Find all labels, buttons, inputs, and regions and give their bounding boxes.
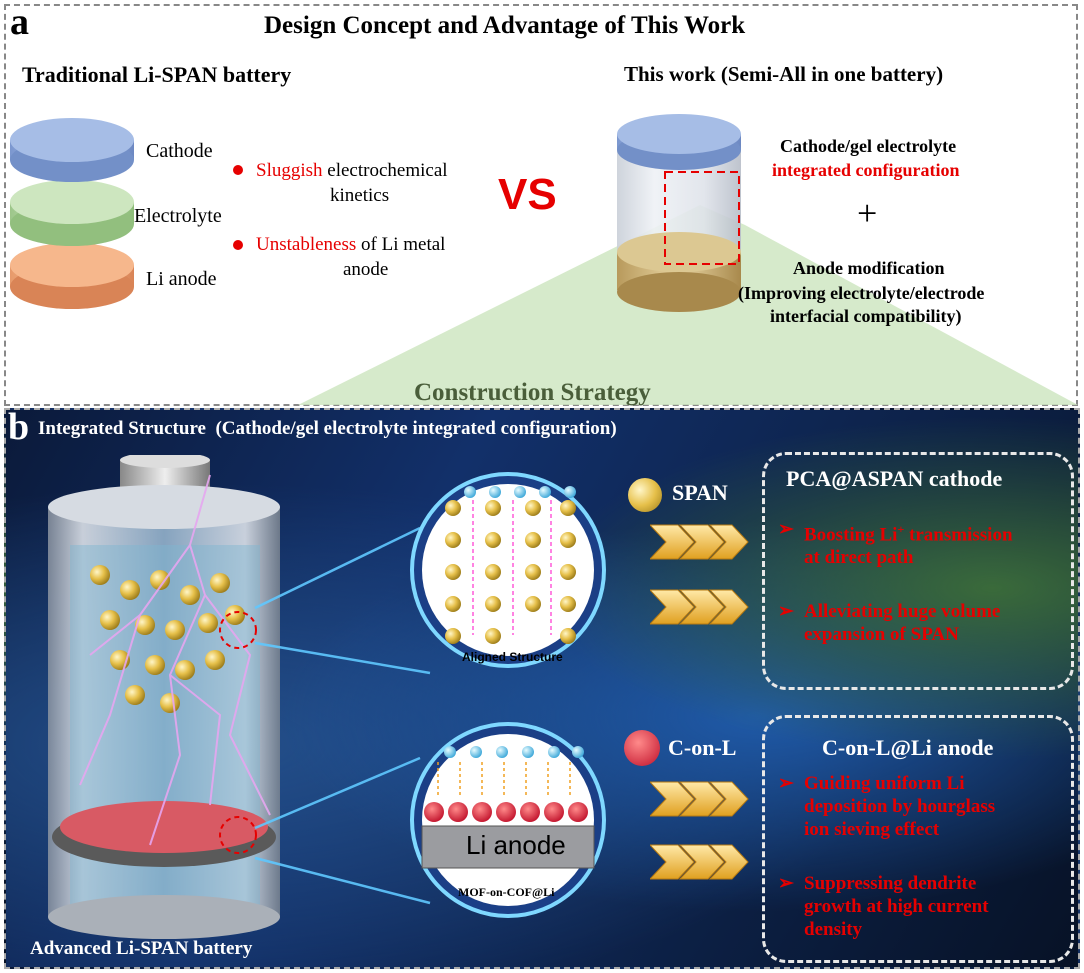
battery-label: Advanced Li-SPAN battery <box>30 938 253 959</box>
chevron-arrow-2-icon <box>650 589 749 625</box>
bullet-arrow-icon: ➢ <box>778 873 794 894</box>
box1-bullet1: ➢ Boosting Li+ transmission at direct pa… <box>778 519 1013 569</box>
li-anode-inner-label: Li anode <box>466 830 566 860</box>
electrolyte-label: Electrolyte <box>134 205 222 227</box>
traditional-battery-stack <box>10 118 134 309</box>
anode-disc <box>10 243 134 309</box>
mof-on-cof-circle <box>410 722 606 918</box>
issue2-line2: anode <box>343 259 389 280</box>
heading-paren: (Cathode/gel electrolyte integrated conf… <box>215 418 617 439</box>
panel-a-letter: a <box>10 1 29 43</box>
bullet-arrow-icon: ➢ <box>778 519 794 540</box>
this-work-heading: This work (Semi-All in one battery) <box>624 62 944 86</box>
aligned-structure-label: Aligned Structure <box>462 650 563 664</box>
right-item1-line1: Cathode/gel electrolyte <box>780 136 957 156</box>
con-l-label: C-on-L <box>668 735 737 760</box>
issue1-bullet <box>233 165 243 175</box>
heading-main: Integrated Structure <box>38 418 206 439</box>
right-item1-line2: integrated configuration <box>772 160 960 180</box>
panel-b-letter: b <box>8 406 30 448</box>
box1-title: PCA@ASPAN cathode <box>786 466 1003 491</box>
issue1-line1: Sluggish electrochemical <box>256 160 448 182</box>
bullet-arrow-icon: ➢ <box>778 601 794 622</box>
issue1-highlight: Sluggish <box>256 160 323 181</box>
chevron-arrows <box>650 524 749 880</box>
cathode-label: Cathode <box>146 140 213 162</box>
chevron-arrow-3-icon <box>650 781 749 817</box>
issue2-rest: of Li metal <box>356 234 446 255</box>
con-l-li-anode-box <box>762 715 1074 963</box>
advanced-battery-illustration <box>48 455 280 939</box>
span-label: SPAN <box>672 480 728 505</box>
box2-bullet1: ➢ Guiding uniform Li deposition by hourg… <box>778 773 996 840</box>
cathode-disc <box>10 118 134 182</box>
construction-strategy-label: Construction Strategy <box>414 379 651 406</box>
traditional-heading: Traditional Li-SPAN battery <box>22 62 292 87</box>
li-anode-label: Li anode <box>146 268 217 290</box>
semi-all-in-one-battery <box>617 114 741 312</box>
right-item2-line2: (Improving electrolyte/electrode <box>738 283 985 303</box>
chevron-arrow-1-icon <box>650 524 749 560</box>
electrolyte-disc <box>10 180 134 246</box>
right-item2-line3: interfacial compatibility) <box>770 306 962 326</box>
plus-sign: + <box>857 193 878 233</box>
panel-a-title: Design Concept and Advantage of This Wor… <box>264 12 746 39</box>
issue2-highlight: Unstableness <box>256 234 357 255</box>
issue2-bullet <box>233 240 243 250</box>
zoom-connectors <box>254 526 431 905</box>
issue2-line1: Unstableness of Li metal <box>256 234 445 256</box>
issue1-rest: electrochemical <box>322 160 448 181</box>
zoom-box <box>664 171 740 265</box>
right-item2-line1: Anode modification <box>793 258 945 278</box>
box2-bullet2: ➢ Suppressing dendrite growth at high cu… <box>778 873 989 940</box>
issue1-line2: kinetics <box>330 185 390 206</box>
vs-label: VS <box>498 170 557 219</box>
bullet-arrow-icon: ➢ <box>778 773 794 794</box>
mof-on-cof-label: MOF-on-COF@Li <box>458 885 555 899</box>
box2-title: C-on-L@Li anode <box>822 735 994 760</box>
aligned-structure-circle <box>410 472 606 668</box>
con-l-ball-icon <box>624 730 660 766</box>
pca-aspan-box <box>762 452 1074 690</box>
box1-bullet2: ➢ Alleviating huge volume expansion of S… <box>778 601 1001 645</box>
chevron-arrow-4-icon <box>650 844 749 880</box>
panel-b-heading: Integrated Structure (Cathode/gel electr… <box>38 418 617 440</box>
span-ball-icon <box>628 478 662 512</box>
